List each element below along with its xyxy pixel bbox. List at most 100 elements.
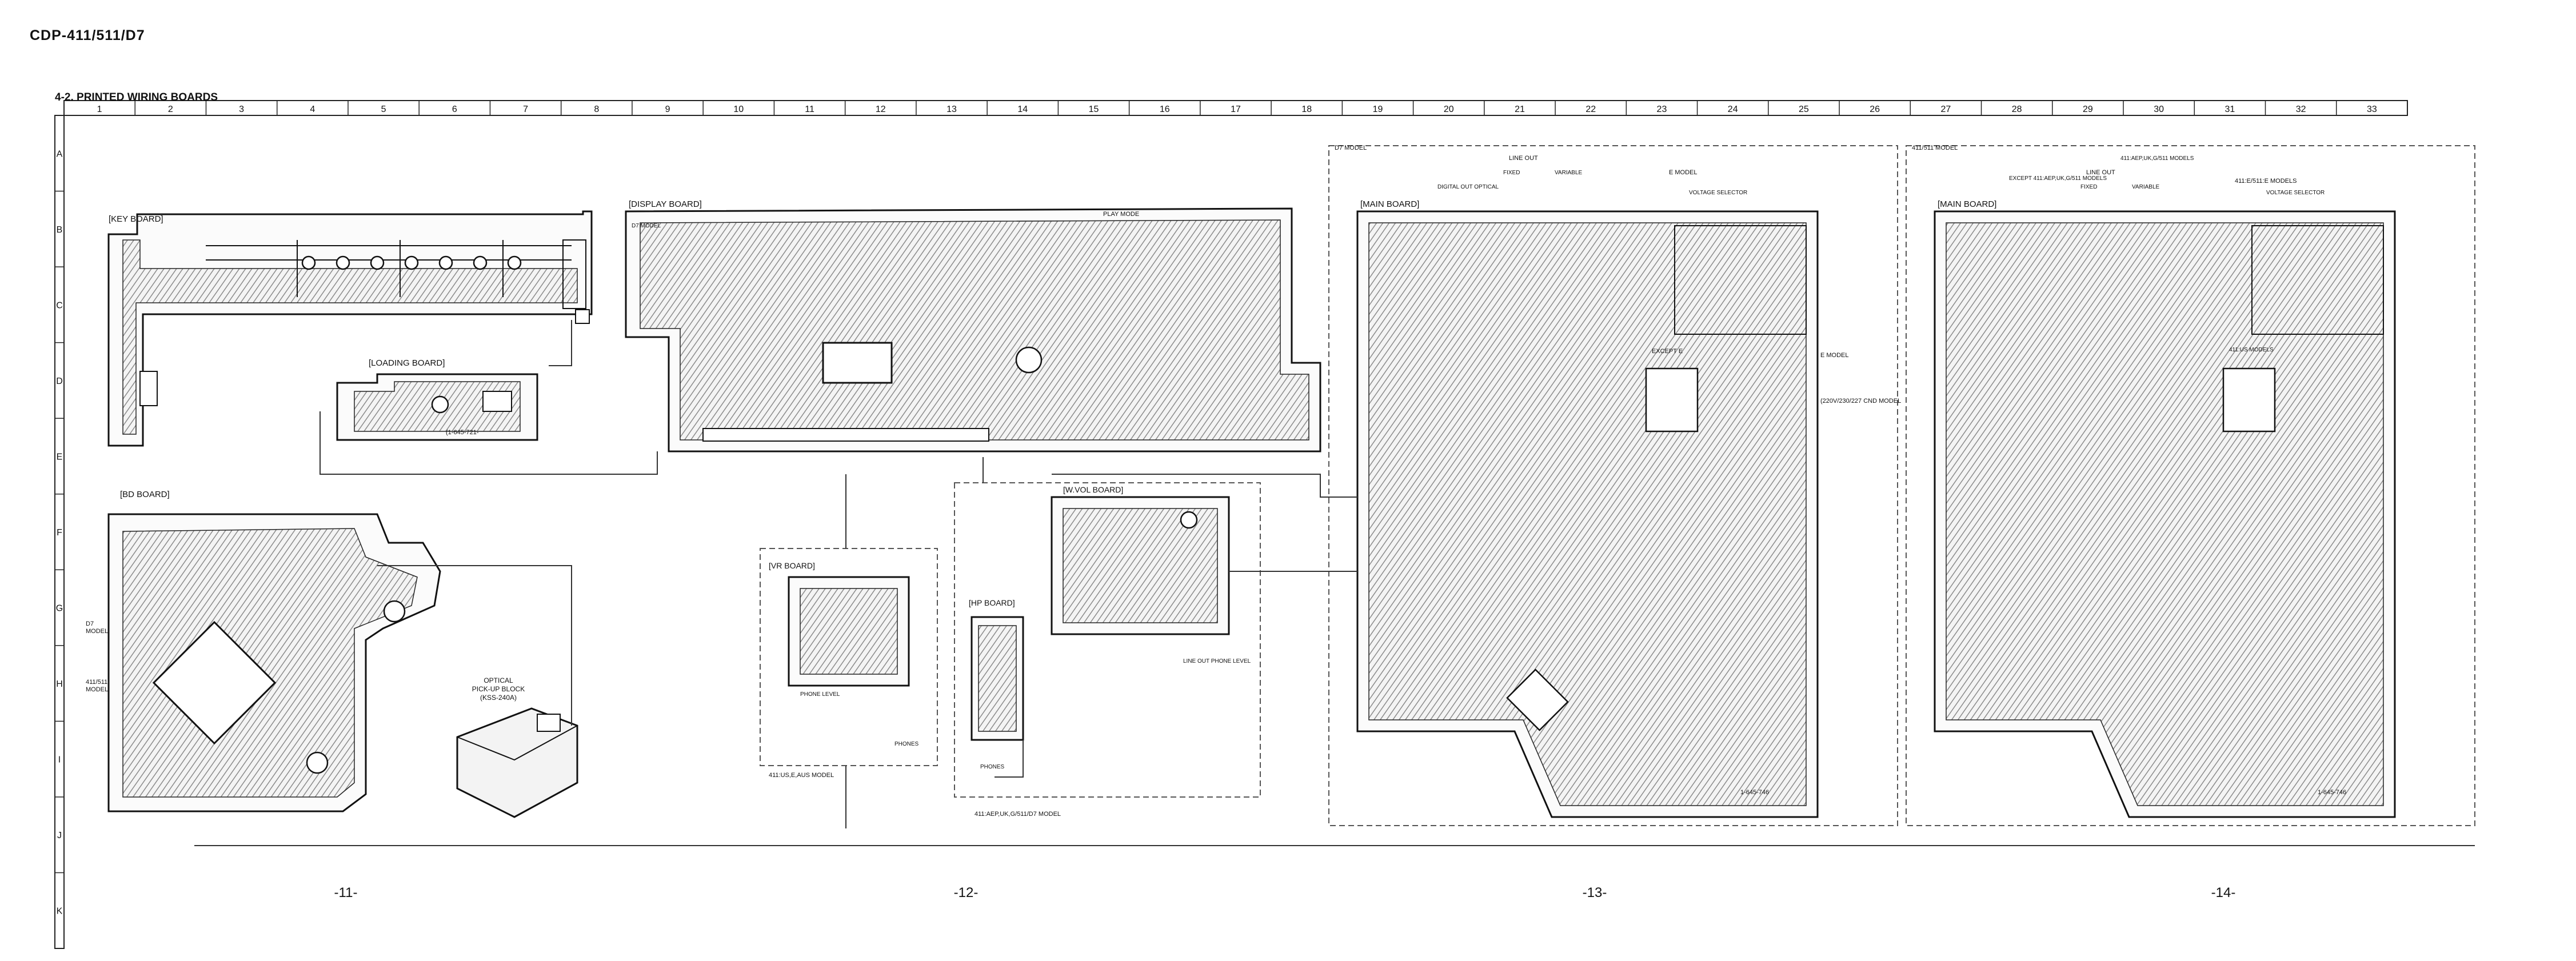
page-number-12: -12- xyxy=(954,885,979,900)
vr-board: [VR BOARD] PHONE LEVEL PHONES 411:US,E,A… xyxy=(760,548,938,779)
loading-board-title: [LOADING BOARD] xyxy=(369,358,445,368)
bd-label-d7-model: MODEL xyxy=(86,628,108,635)
column-label: 20 xyxy=(1444,105,1454,114)
column-label: 10 xyxy=(733,105,744,114)
column-label: 4 xyxy=(310,105,315,114)
loading-board-ref: (1-645-721- xyxy=(446,429,479,436)
column-label: 31 xyxy=(2224,105,2235,114)
column-label: 17 xyxy=(1231,105,1241,114)
main-board-411-511: 411/511 MODEL [MAIN BOARD] 411:AEP,UK,G/… xyxy=(1906,145,2475,826)
main-d7-voltage: VOLTAGE SELECTOR xyxy=(1689,190,1747,196)
wvol-board-title: [W.VOL BOARD] xyxy=(1063,485,1123,494)
row-label: J xyxy=(57,831,62,840)
column-label: 11 xyxy=(805,105,814,114)
hp-board-title: [HP BOARD] xyxy=(969,598,1015,607)
column-label: 29 xyxy=(2083,105,2093,114)
column-label: 12 xyxy=(876,105,886,114)
column-label: 16 xyxy=(1160,105,1170,114)
display-board-title: [DISPLAY BOARD] xyxy=(629,199,702,209)
pickup-line-3: (KSS-240A) xyxy=(480,694,517,702)
main-d7-variable: VARIABLE xyxy=(1555,170,1582,176)
main-411-fixed: FIXED xyxy=(2080,184,2097,190)
column-label: 32 xyxy=(2296,105,2306,114)
bd-label-us-model: MODEL xyxy=(86,686,108,693)
column-label: 7 xyxy=(523,105,528,114)
column-label: 23 xyxy=(1657,105,1667,114)
column-label: 21 xyxy=(1515,105,1525,114)
row-label: I xyxy=(58,755,61,765)
row-label: E xyxy=(57,452,63,462)
column-label: 14 xyxy=(1017,105,1028,114)
key-board-title: [KEY BOARD] xyxy=(109,214,163,224)
main-411-aep: 411:AEP,UK,G/511 MODELS xyxy=(2120,155,2194,162)
vr-model-note: 411:US,E,AUS MODEL xyxy=(769,772,834,779)
main-411-variable: VARIABLE xyxy=(2132,184,2159,190)
hp-model-note: 411:AEP,UK,G/511/D7 MODEL xyxy=(975,811,1061,818)
column-label: 8 xyxy=(594,105,599,114)
key-board: [KEY BOARD] xyxy=(107,210,593,447)
column-label: 24 xyxy=(1728,105,1738,114)
column-label: 33 xyxy=(2367,105,2377,114)
main-d7-model: D7 MODEL xyxy=(1335,145,1367,151)
main-d7-digital-out: DIGITAL OUT OPTICAL xyxy=(1437,184,1499,190)
row-label: K xyxy=(57,907,63,916)
hp-phones: PHONES xyxy=(980,764,1005,770)
column-label: 3 xyxy=(239,105,244,114)
main-d7-line-out: LINE OUT xyxy=(1509,155,1538,162)
bd-board-title: [BD BOARD] xyxy=(120,490,170,499)
main-d7-e-model-2: E MODEL xyxy=(1820,352,1849,359)
pickup-line-1: OPTICAL xyxy=(484,676,513,684)
section-title: 4-2. PRINTED WIRING BOARDS xyxy=(55,91,218,103)
column-label: 13 xyxy=(946,105,957,114)
main-d7-ref: 1-645-746 xyxy=(1740,789,1769,796)
main-board-411-title: [MAIN BOARD] xyxy=(1938,199,1996,209)
column-label: 5 xyxy=(381,105,386,114)
page-numbers: -11- -12- -13- -14- xyxy=(334,885,2236,900)
column-label: 1 xyxy=(97,105,102,114)
key-switch-row xyxy=(301,255,522,270)
main-board-d7: D7 MODEL [MAIN BOARD] LINE OUT VARIABLE … xyxy=(1328,145,1901,826)
display-d7-model: D7 MODEL xyxy=(632,223,661,229)
bd-label-us: 411/511 xyxy=(86,679,107,686)
pickup-line-2: PICK-UP BLOCK xyxy=(472,685,525,693)
page-number-11: -11- xyxy=(334,885,358,900)
row-label: B xyxy=(57,225,63,235)
row-label: H xyxy=(56,679,63,689)
column-label: 18 xyxy=(1301,105,1312,114)
main-411-voltage: VOLTAGE SELECTOR xyxy=(2266,190,2325,196)
column-label: 15 xyxy=(1089,105,1099,114)
main-411-us: 411:US MODELS xyxy=(2229,347,2274,353)
wvol-board: [W.VOL BOARD] LINE OUT PHONE LEVEL xyxy=(1051,485,1251,664)
page-number-13: -13- xyxy=(1583,885,1607,900)
bd-board: [BD BOARD] D7 MODEL 411/511 MODEL xyxy=(86,490,441,812)
column-label: 9 xyxy=(665,105,670,114)
grid-frame xyxy=(54,100,2408,949)
vr-phone-level: PHONE LEVEL xyxy=(800,691,840,698)
column-label: 30 xyxy=(2154,105,2164,114)
column-label: 19 xyxy=(1373,105,1383,114)
main-d7-cnd: (220V/230/227 CND MODEL xyxy=(1820,398,1901,405)
page-number-14: -14- xyxy=(2211,885,2236,900)
vr-board-title: [VR BOARD] xyxy=(769,561,815,570)
row-label: A xyxy=(57,149,63,159)
column-label: 22 xyxy=(1585,105,1596,114)
main-411-ref: 1-645-746 xyxy=(2318,789,2346,796)
row-label: F xyxy=(57,528,62,538)
main-411-line-out: LINE OUT xyxy=(2086,169,2115,176)
column-label: 6 xyxy=(452,105,457,114)
vr-phones: PHONES xyxy=(894,741,919,747)
column-label: 28 xyxy=(2012,105,2022,114)
wvol-line-out-level: LINE OUT PHONE LEVEL xyxy=(1183,658,1251,664)
display-play-mode: PLAY MODE xyxy=(1103,211,1139,218)
row-label: D xyxy=(56,377,63,386)
main-board-d7-title: [MAIN BOARD] xyxy=(1360,199,1419,209)
column-label: 25 xyxy=(1799,105,1809,114)
row-label: G xyxy=(56,604,63,614)
main-411-models: 411/511 MODEL xyxy=(1912,145,1958,151)
column-label: 27 xyxy=(1941,105,1951,114)
optical-pickup-block: OPTICAL PICK-UP BLOCK (KSS-240A) xyxy=(456,676,578,818)
inter-board-wiring xyxy=(194,320,2475,846)
